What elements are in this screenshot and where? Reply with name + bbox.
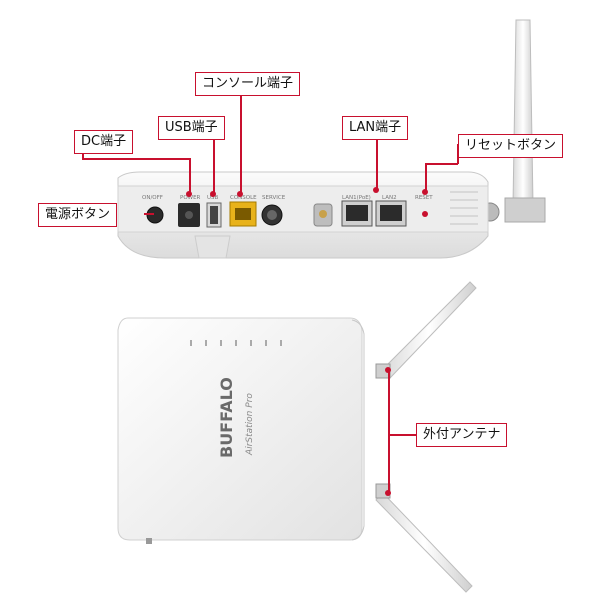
label-lan1: LAN1(PoE) — [342, 195, 371, 201]
brand-logo-text: BUFFALO — [217, 377, 236, 458]
rear-antenna — [512, 19, 534, 206]
label-usb: USB — [207, 195, 219, 201]
label-lan2: LAN2 — [382, 195, 397, 201]
label-service: SERVICE — [262, 195, 286, 201]
reset-button-shape — [422, 211, 428, 217]
model-logo-text: AirStation Pro — [245, 393, 255, 456]
label-power: POWER — [180, 195, 201, 201]
upper-antenna — [381, 281, 477, 379]
lower-antenna — [375, 491, 473, 593]
callout-reset-button: リセットボタン — [458, 134, 564, 158]
callout-dc-port: DC端子 — [74, 130, 134, 154]
front-view-device: BUFFALO AirStation Pro — [117, 281, 477, 593]
callout-console-port: コンソール端子 — [195, 72, 301, 96]
label-console: CONSOLE — [230, 195, 257, 201]
callout-power-button: 電源ボタン — [38, 203, 118, 227]
label-reset: RESET — [415, 195, 433, 201]
callout-usb-port: USB端子 — [158, 116, 225, 140]
console-port-shape — [229, 201, 257, 227]
callout-lan-port: LAN端子 — [342, 116, 409, 140]
power-button-shape — [146, 206, 164, 224]
callout-external-antenna: 外付アンテナ — [416, 423, 508, 447]
label-on-off: ON/OFF — [142, 195, 163, 201]
